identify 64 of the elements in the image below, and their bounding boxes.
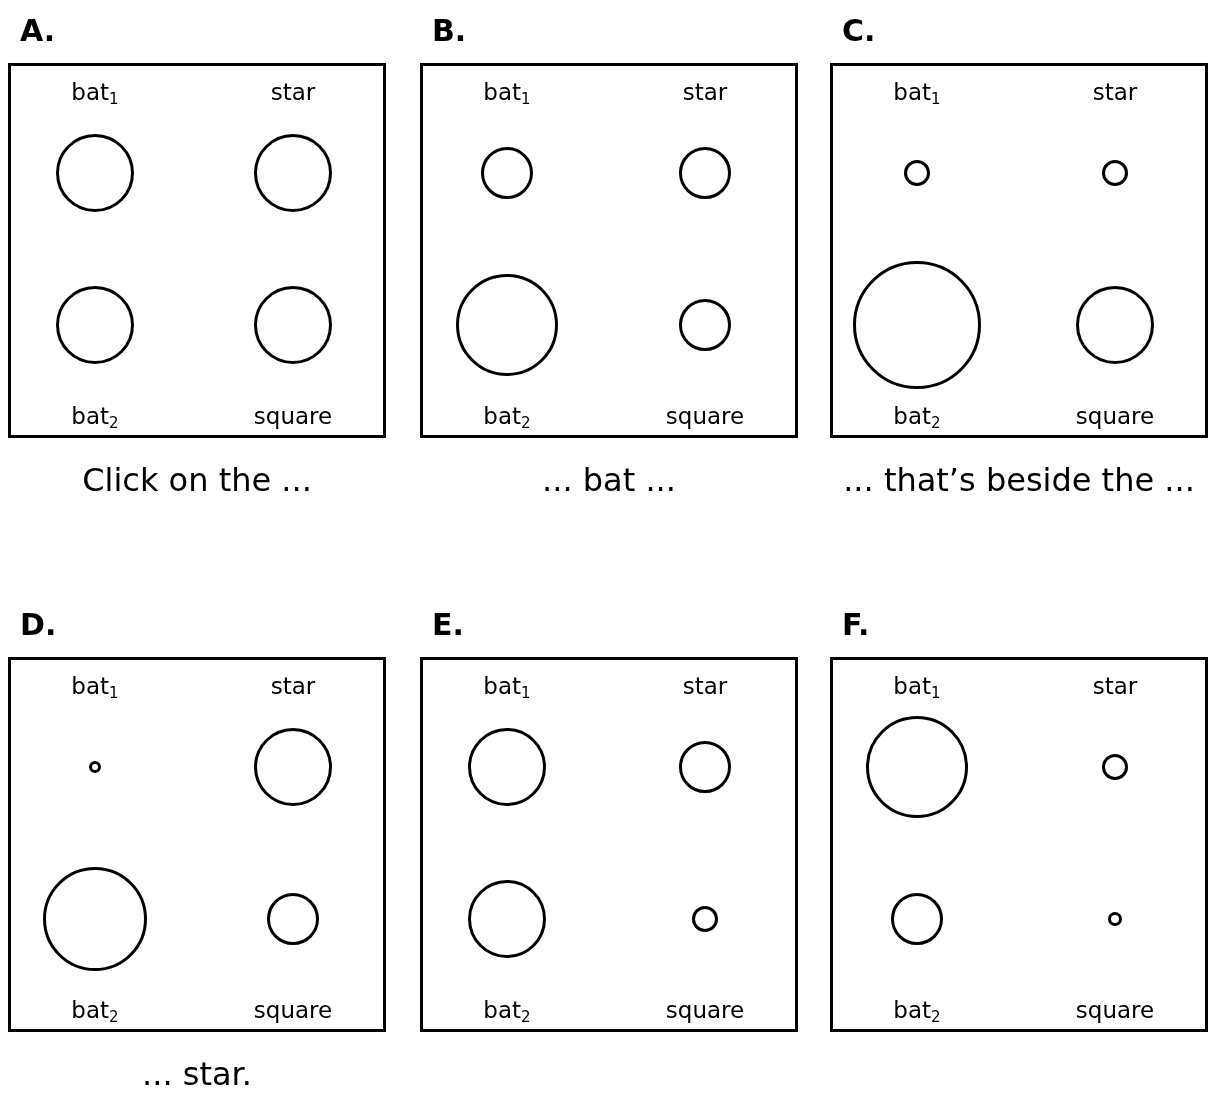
circle-target [89, 761, 101, 773]
panel-frame [830, 657, 1208, 1032]
circle-target [679, 299, 731, 351]
object-label: bat$_{2}$ [483, 996, 531, 1024]
object-label: star [682, 78, 728, 106]
panel-frame [830, 63, 1208, 438]
object-label: star [1092, 672, 1138, 700]
circle-target [254, 728, 332, 806]
object-label: star [1092, 78, 1138, 106]
object-label: bat$_{2}$ [893, 402, 941, 430]
object-label: bat$_{2}$ [893, 996, 941, 1024]
circle-target [904, 160, 930, 186]
panel-letter: E. [432, 607, 464, 643]
object-label: star [270, 78, 316, 106]
circle-target [1102, 754, 1128, 780]
circle-target [692, 906, 718, 932]
caption-text: Click on the ... [82, 460, 312, 500]
circle-target [254, 286, 332, 364]
object-label: bat$_{1}$ [893, 78, 941, 106]
object-label: bat$_{1}$ [893, 672, 941, 700]
caption-text: ... star. [142, 1054, 252, 1093]
circle-target [468, 728, 546, 806]
panel-letter: C. [842, 13, 876, 49]
circle-target [456, 274, 558, 376]
object-label: square [1075, 996, 1155, 1024]
panel-letter: B. [432, 13, 467, 49]
object-label: star [682, 672, 728, 700]
object-label: bat$_{1}$ [483, 78, 531, 106]
circle-target [56, 134, 134, 212]
object-label: square [253, 402, 333, 430]
circle-target [56, 286, 134, 364]
circle-target [679, 147, 731, 199]
circle-target [679, 741, 731, 793]
circle-target [1108, 912, 1122, 926]
panel-frame [420, 63, 798, 438]
circle-target [1102, 160, 1128, 186]
panel-letter: A. [20, 13, 56, 49]
panel-letter: D. [20, 607, 57, 643]
panel-frame [8, 657, 386, 1032]
object-label: bat$_{2}$ [71, 996, 119, 1024]
object-label: square [665, 996, 745, 1024]
circle-target [267, 893, 319, 945]
circle-target [481, 147, 533, 199]
object-label: bat$_{1}$ [71, 78, 119, 106]
circle-target [254, 134, 332, 212]
panel-letter: F. [842, 607, 870, 643]
object-label: bat$_{1}$ [71, 672, 119, 700]
panel-frame [420, 657, 798, 1032]
circle-target [891, 893, 943, 945]
object-label: square [253, 996, 333, 1024]
object-label: bat$_{2}$ [71, 402, 119, 430]
circle-target [468, 880, 546, 958]
object-label: bat$_{1}$ [483, 672, 531, 700]
circle-target [1076, 286, 1154, 364]
object-label: square [665, 402, 745, 430]
circle-target [43, 867, 147, 971]
panel-frame [8, 63, 386, 438]
circle-target [853, 261, 981, 389]
object-label: square [1075, 402, 1155, 430]
object-label: bat$_{2}$ [483, 402, 531, 430]
circle-target [866, 716, 968, 818]
caption-text: ... that’s beside the ... [843, 460, 1195, 500]
caption-text: ... bat ... [542, 460, 676, 500]
object-label: star [270, 672, 316, 700]
